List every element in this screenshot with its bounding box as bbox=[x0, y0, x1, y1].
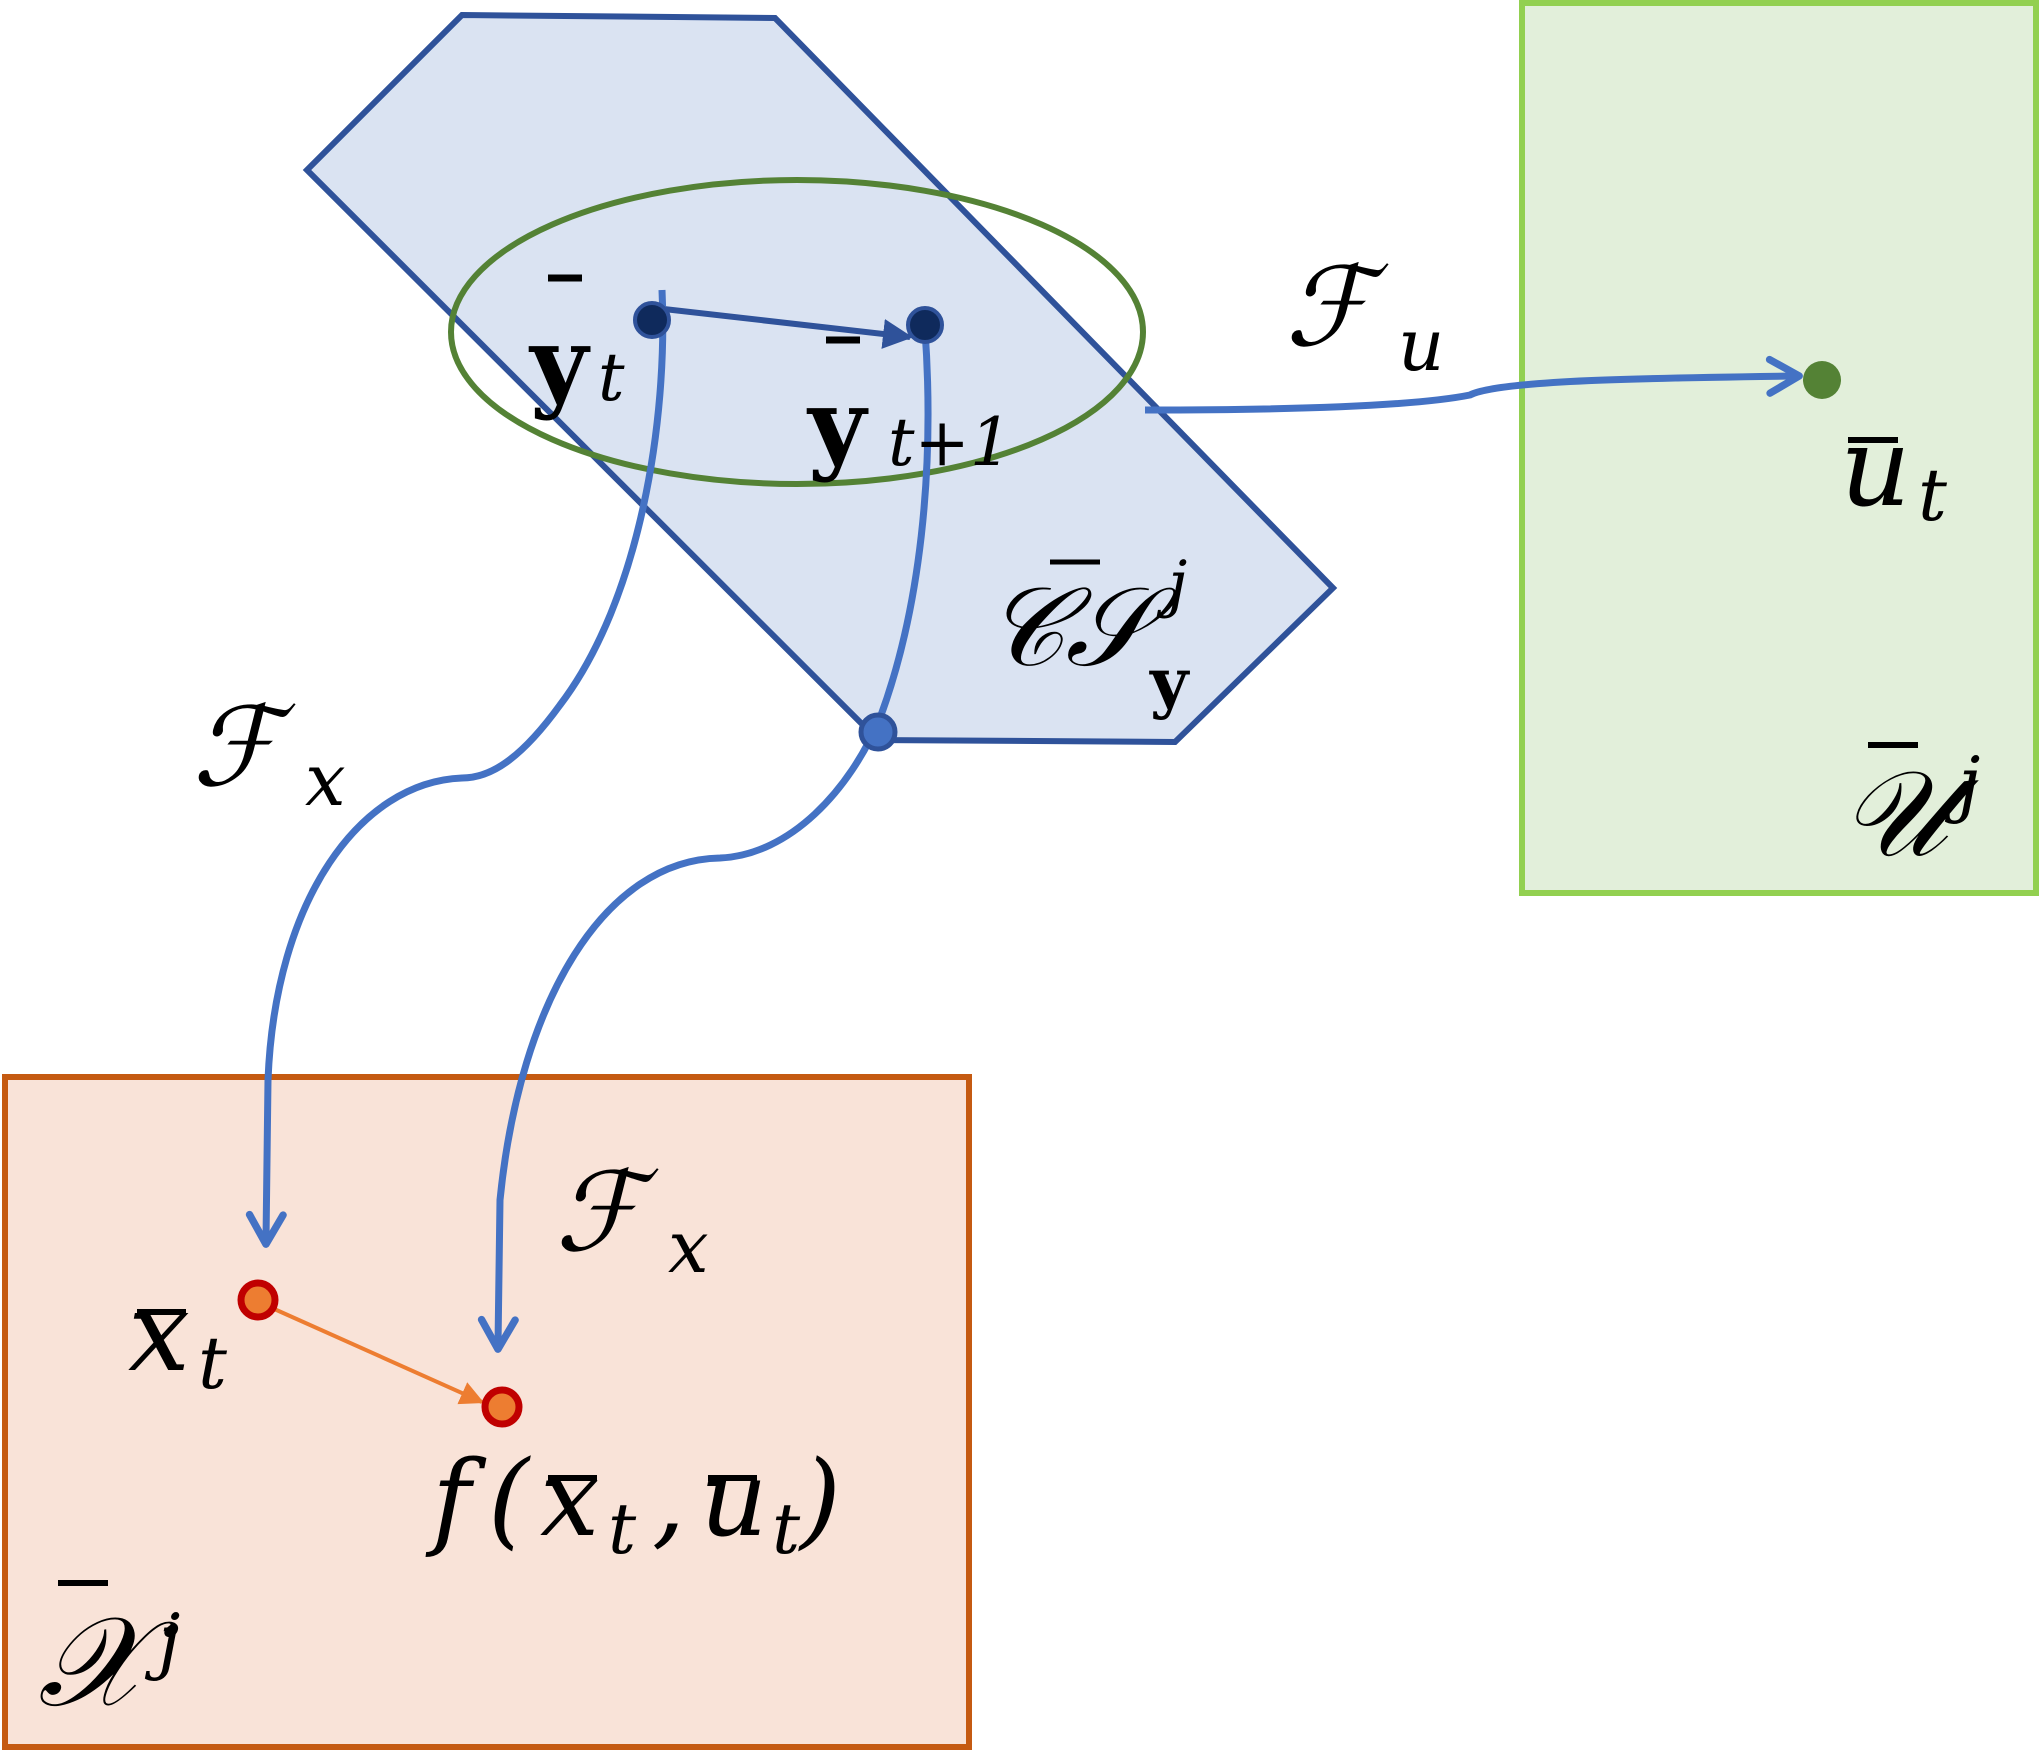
y-transition-arrow bbox=[654, 305, 913, 349]
svg-text:t+1: t+1 bbox=[888, 404, 1012, 481]
neighborhood-ellipse bbox=[448, 177, 1146, 487]
u-t-point bbox=[1803, 361, 1841, 399]
svg-text:ℱ: ℱ bbox=[192, 683, 296, 811]
svg-text:(: ( bbox=[488, 1438, 531, 1560]
svg-text:x: x bbox=[668, 1205, 709, 1289]
x-transition-arrow bbox=[271, 1306, 485, 1405]
svg-text:x: x bbox=[305, 738, 346, 822]
svg-text:y: y bbox=[1149, 643, 1190, 721]
y-t-point bbox=[633, 301, 671, 339]
f-u-arrow bbox=[1144, 355, 1803, 414]
svg-text:y: y bbox=[806, 366, 869, 484]
svg-text:𝒞𝒮: 𝒞𝒮 bbox=[985, 563, 1178, 691]
label-y-t1: y t+1 bbox=[806, 336, 1012, 484]
x-t-point bbox=[237, 1279, 279, 1321]
svg-text:t: t bbox=[198, 1321, 228, 1405]
f-x-arrow-right bbox=[477, 329, 932, 1353]
label-f-u: ℱ u bbox=[1285, 243, 1444, 387]
y-t1-point bbox=[906, 306, 944, 344]
boundary-point bbox=[858, 712, 898, 752]
svg-text:u: u bbox=[700, 1438, 768, 1560]
svg-text:x: x bbox=[128, 1268, 190, 1396]
svg-text:u: u bbox=[1840, 403, 1911, 531]
svg-text:ℱ: ℱ bbox=[1285, 243, 1389, 371]
svg-text:u: u bbox=[1398, 303, 1444, 387]
svg-text:,: , bbox=[652, 1438, 685, 1560]
svg-text:): ) bbox=[798, 1438, 841, 1560]
svg-text:t: t bbox=[1918, 453, 1948, 537]
f-x-u-point bbox=[481, 1386, 523, 1428]
label-y-t: y t bbox=[528, 274, 625, 422]
f-x-arrow-left bbox=[245, 289, 667, 1248]
svg-text:t: t bbox=[772, 1488, 801, 1570]
label-f-x-top: ℱ x bbox=[192, 683, 346, 822]
svg-text:x: x bbox=[540, 1438, 599, 1560]
label-u-t: u t bbox=[1840, 403, 1948, 537]
label-x-t: x t bbox=[128, 1268, 228, 1405]
svg-text:t: t bbox=[608, 1488, 637, 1570]
input-set-region bbox=[1519, 0, 2039, 896]
svg-text:t: t bbox=[598, 339, 625, 416]
svg-text:y: y bbox=[528, 304, 591, 422]
label-constraint-set: 𝒞𝒮 j y bbox=[985, 547, 1190, 721]
